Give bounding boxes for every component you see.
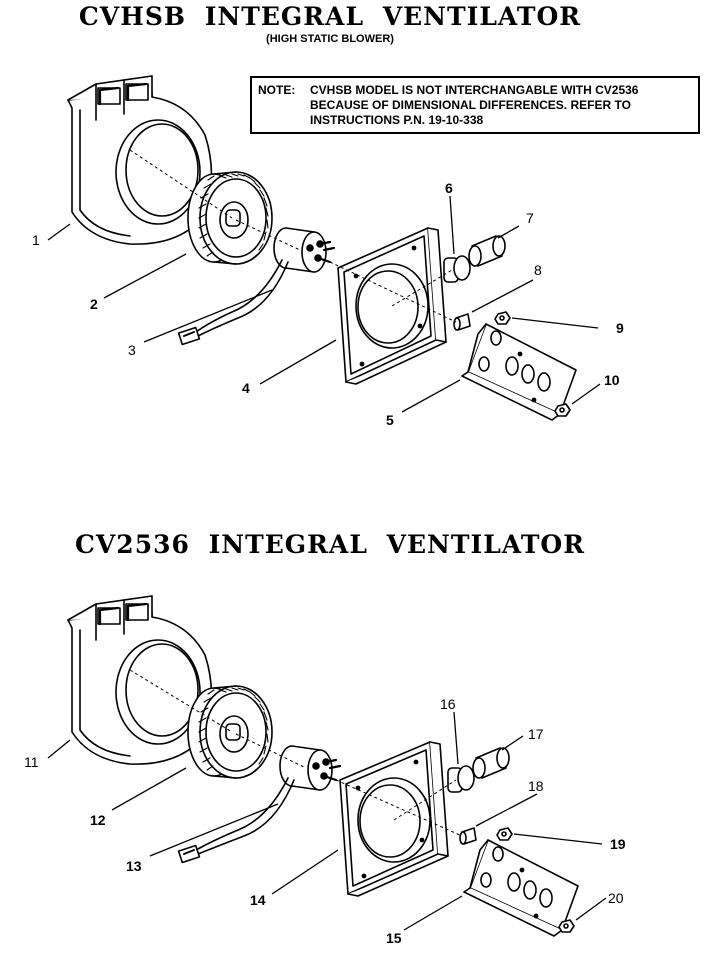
blower-motor (177, 745, 342, 864)
note-text: CVHSB MODEL IS NOT INTERCHANGABLE WITH C… (310, 83, 692, 127)
bushing (459, 827, 477, 845)
blower-wheel (187, 171, 273, 265)
bushing (453, 313, 471, 331)
callout-9: 9 (616, 320, 624, 336)
callout-15: 15 (386, 930, 402, 946)
capacitor-clip (447, 765, 475, 793)
terminal-bracket (461, 323, 577, 421)
callout-10: 10 (604, 372, 620, 388)
callout-19: 19 (610, 836, 626, 852)
note-label: NOTE: (258, 83, 296, 97)
assembly-axis-lines (129, 669, 463, 837)
hex-nut-small (554, 403, 571, 417)
assembly-axis-lines (129, 149, 457, 323)
callout-11: 11 (24, 754, 39, 770)
note-box: NOTE: CVHSB MODEL IS NOT INTERCHANGABLE … (250, 76, 700, 134)
capacitor (472, 747, 510, 779)
callout-12: 12 (90, 812, 106, 828)
hex-nut-small (558, 919, 575, 933)
callout-18: 18 (528, 778, 544, 794)
callout-14: 14 (250, 892, 266, 908)
callout-7: 7 (526, 210, 534, 226)
callout-2: 2 (90, 296, 98, 312)
callout-13: 13 (126, 858, 142, 874)
blower-wheel (187, 685, 273, 779)
capacitor-clip (443, 255, 471, 283)
capacitor (468, 235, 506, 267)
callout-leader-lines (47, 195, 601, 413)
callout-1: 1 (32, 232, 40, 248)
top-diagram-title: CVHSB INTEGRAL VENTILATOR (78, 2, 582, 31)
note-line-3: INSTRUCTIONS P.N. 19-10-338 (310, 113, 484, 127)
callout-leader-lines (47, 711, 607, 931)
blower-motor (177, 227, 336, 346)
callout-20: 20 (608, 890, 624, 906)
cvhsb-exploded-view (47, 75, 601, 421)
terminal-bracket (463, 839, 579, 937)
bottom-diagram-title: CV2536 INTEGRAL VENTILATOR (75, 530, 585, 559)
hex-nut (496, 827, 513, 841)
callout-3: 3 (128, 342, 136, 358)
callout-6: 6 (445, 180, 453, 196)
callout-16: 16 (440, 696, 456, 712)
note-line-1: CVHSB MODEL IS NOT INTERCHANGABLE WITH C… (310, 83, 639, 97)
hex-nut (494, 311, 511, 325)
callout-8: 8 (534, 262, 542, 278)
note-line-2: BECAUSE OF DIMENSIONAL DIFFERENCES. REFE… (310, 98, 631, 112)
callout-5: 5 (386, 412, 394, 428)
blower-housing (67, 75, 213, 245)
top-diagram-subtitle: (HIGH STATIC BLOWER) (266, 33, 394, 45)
mounting-plate (339, 741, 449, 897)
callout-17: 17 (528, 726, 544, 742)
cv2536-exploded-view (47, 595, 607, 937)
callout-4: 4 (242, 380, 250, 396)
blower-housing (67, 595, 213, 765)
